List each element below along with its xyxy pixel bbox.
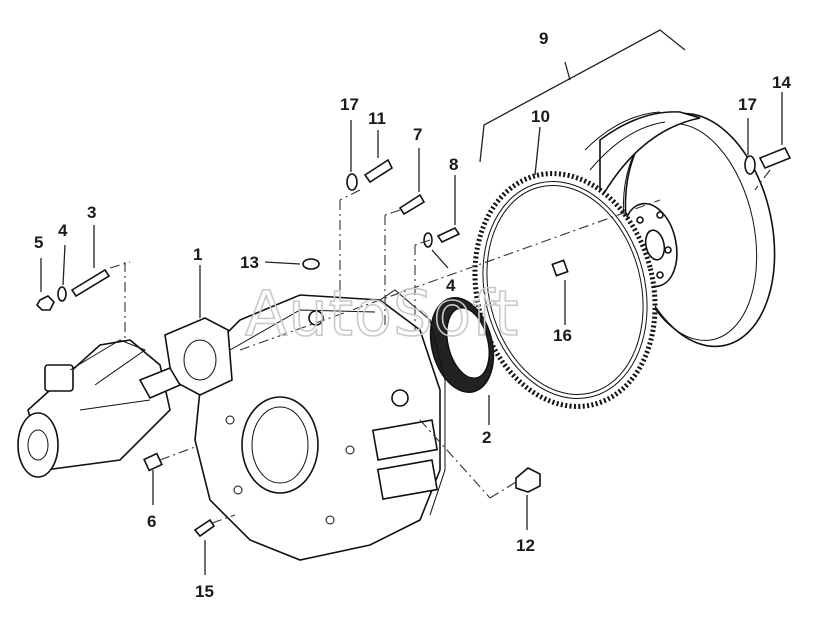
stud-3: [70, 268, 111, 298]
washer-17a: [346, 173, 358, 191]
callout-9: 9: [539, 29, 548, 48]
nut-5: [35, 295, 55, 311]
callout-8: 8: [449, 155, 458, 174]
washer-4a: [57, 286, 67, 302]
callout-13: 13: [240, 253, 259, 272]
plug-13: [302, 258, 320, 270]
bolt-7: [398, 193, 426, 216]
callout-5: 5: [34, 233, 43, 252]
callout-12: 12: [516, 536, 535, 555]
callout-17-left: 17: [340, 95, 359, 114]
dowel-6: [143, 452, 163, 472]
pin-15: [193, 518, 216, 538]
flywheel-housing: [164, 289, 446, 561]
callout-17-right: 17: [738, 95, 757, 114]
callout-16: 16: [553, 326, 572, 345]
washer-17b: [744, 155, 756, 175]
callout-15: 15: [195, 582, 214, 601]
callout-14: 14: [772, 73, 791, 92]
callout-6: 6: [147, 512, 156, 531]
callout-7: 7: [413, 125, 422, 144]
flywheel: [584, 111, 776, 348]
small-fasteners: [35, 146, 792, 538]
bolt-11: [363, 158, 394, 184]
starter-motor: [17, 339, 182, 478]
seal-ring: [429, 297, 495, 393]
watermark-text: AutoSoft: [245, 277, 519, 350]
callout-10: 10: [531, 107, 550, 126]
bolt-14: [758, 146, 792, 170]
callout-11: 11: [368, 109, 386, 128]
callout-4: 4: [58, 221, 68, 240]
callout-1: 1: [193, 245, 202, 264]
callout-3: 3: [87, 203, 96, 222]
washer-4b: [423, 232, 433, 248]
leader-lines: [40, 29, 783, 575]
bolt-12: [515, 467, 541, 493]
callout-4-right: 4: [446, 276, 456, 295]
dowel-16: [551, 259, 569, 277]
bolt-8: [436, 226, 461, 244]
callout-2: 2: [482, 428, 491, 447]
callout-labels: 5 4 3 1 13 17 11 7 8 4 9 10 17 14 16 2 6…: [34, 29, 791, 601]
